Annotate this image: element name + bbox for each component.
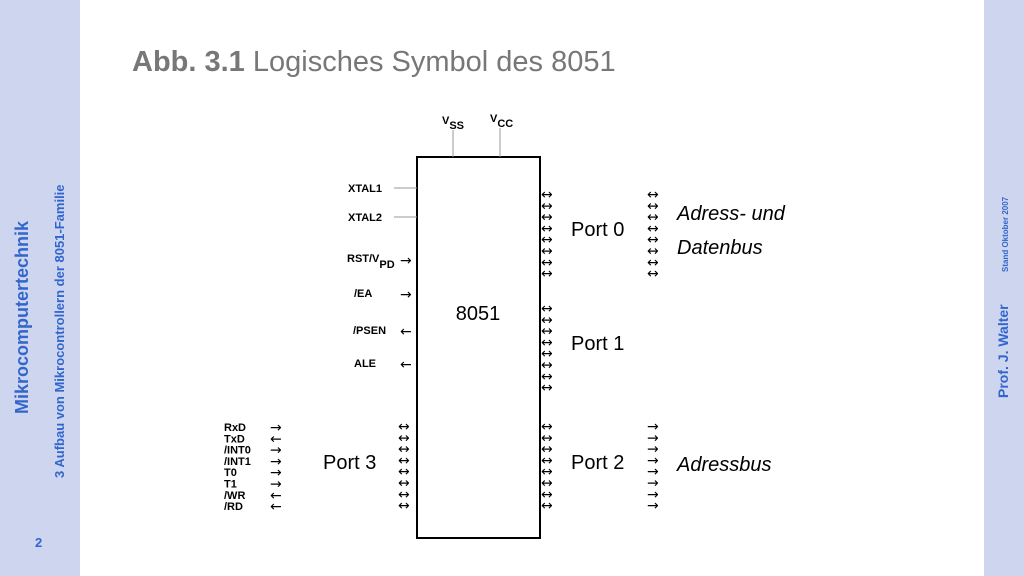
pin-xtal2: XTAL2	[348, 212, 382, 224]
port2-pin-arrow: ↔	[541, 453, 553, 469]
port1-pin-arrow: ↔	[541, 380, 553, 396]
port3-pin-arrow: ↔	[398, 442, 410, 458]
arrow-ea: →	[400, 287, 412, 303]
bus-data-arrow: ↔	[647, 244, 659, 260]
bus-address-arrow: →	[647, 487, 659, 503]
arrow-ale: ←	[400, 357, 412, 373]
port3-function-arrow: ←	[270, 499, 282, 515]
right-sidebar	[984, 0, 1024, 576]
port0-pin-arrow: ↔	[541, 198, 553, 214]
port3-function-arrow: →	[270, 443, 282, 459]
bus-address-arrow: →	[647, 442, 659, 458]
vcc-label: VCC	[490, 113, 513, 130]
port3-function-arrow: ←	[270, 431, 282, 447]
port3-pin-arrow: ↔	[398, 430, 410, 446]
bus-address-arrow: →	[647, 476, 659, 492]
port2-pin-arrow: ↔	[541, 442, 553, 458]
pin-xtal1: XTAL1	[348, 183, 382, 195]
pin-rst-vpd: RST/VPD	[347, 253, 395, 271]
bus-data-arrow: ↔	[647, 255, 659, 271]
port0-pin-arrow: ↔	[541, 221, 553, 237]
port3-function-label: TxD	[224, 433, 245, 445]
port2-pin-arrow: ↔	[541, 419, 553, 435]
port0-pin-arrow: ↔	[541, 232, 553, 248]
chip-label: 8051	[456, 303, 501, 325]
arrow-psen: ←	[400, 324, 412, 340]
port3-function-label: RxD	[224, 422, 246, 434]
port0-pin-arrow: ↔	[541, 255, 553, 271]
port1-pin-arrow: ↔	[541, 369, 553, 385]
port3-pin-arrow: ↔	[398, 487, 410, 503]
port3-pin-arrow: ↔	[398, 453, 410, 469]
pin-ale: ALE	[354, 358, 376, 370]
port3-function-list: RxD → TxD ← /INT0 → /INT1 → T0 → T1 → /WR ← /RD ←	[224, 420, 282, 515]
bus-data-arrow: ↔	[647, 187, 659, 203]
port1-pin-arrow: ↔	[541, 358, 553, 374]
port3-pin-arrow: ↔	[398, 498, 410, 514]
port-pin-arrows: ↔↔↔↔→↔↔↔↔↔→↔↔↔↔↔→↔↔↔↔↔→↔↔↔↔↔→↔↔↔↔↔→↔↔↔↔↔…	[398, 187, 659, 514]
bus-label-address: Adressbus	[676, 454, 772, 476]
port0-pin-arrow: ↔	[541, 210, 553, 226]
page-title: Abb. 3.1 Logisches Symbol des 8051	[132, 46, 616, 79]
pin-ea: /EA	[354, 288, 372, 300]
chip-body	[416, 156, 541, 539]
bus-address-arrow: →	[647, 453, 659, 469]
left-sidebar	[0, 0, 80, 576]
bus-data-arrow: ↔	[647, 210, 659, 226]
port2-label: Port 2	[571, 452, 624, 474]
port1-pin-arrow: ↔	[541, 335, 553, 351]
bus-address-arrow: →	[647, 419, 659, 435]
bus-data-arrow: ↔	[647, 198, 659, 214]
port1-label: Port 1	[571, 333, 624, 355]
figure-caption: Logisches Symbol des 8051	[252, 46, 616, 78]
port2-pin-arrow: ↔	[541, 487, 553, 503]
port2-pin-arrow: ↔	[541, 430, 553, 446]
port3-function-label: T0	[224, 467, 237, 479]
port1-pin-arrow: ↔	[541, 324, 553, 340]
port3-function-arrow: →	[270, 420, 282, 436]
bus-data-arrow: ↔	[647, 221, 659, 237]
bus-address-arrow: →	[647, 498, 659, 514]
port2-pin-arrow: ↔	[541, 464, 553, 480]
port3-function-arrow: ←	[270, 488, 282, 504]
figure-number: Abb. 3.1	[132, 46, 245, 78]
page-number: 2	[35, 535, 43, 550]
bus-address-arrow: →	[647, 430, 659, 446]
port1-pin-arrow: ↔	[541, 346, 553, 362]
port0-pin-arrow: ↔	[541, 266, 553, 282]
port3-function-arrow: →	[270, 454, 282, 470]
port2-pin-arrow: ↔	[541, 476, 553, 492]
port3-function-arrow: →	[270, 465, 282, 481]
pin-psen: /PSEN	[353, 325, 386, 337]
port3-function-arrow: →	[270, 477, 282, 493]
port3-function-label: /INT0	[224, 445, 251, 457]
port0-label: Port 0	[571, 219, 624, 241]
bus-label-address-data-2: Datenbus	[677, 237, 763, 259]
port3-pin-arrow: ↔	[398, 464, 410, 480]
port1-pin-arrow: ↔	[541, 301, 553, 317]
port3-function-label: /INT1	[224, 456, 251, 468]
port3-function-label: /RD	[224, 501, 243, 513]
port2-pin-arrow: ↔	[541, 498, 553, 514]
port3-function-label: T1	[224, 479, 237, 491]
vss-label: VSS	[442, 115, 464, 132]
bus-data-arrow: ↔	[647, 266, 659, 282]
port0-pin-arrow: ↔	[541, 244, 553, 260]
port3-pin-arrow: ↔	[398, 419, 410, 435]
bus-label-address-data-1: Adress- und	[676, 203, 786, 225]
bus-data-arrow: ↔	[647, 232, 659, 248]
port3-label: Port 3	[323, 452, 376, 474]
bus-address-arrow: →	[647, 464, 659, 480]
arrow-rst: →	[400, 253, 412, 269]
port3-function-label: /WR	[224, 490, 245, 502]
port3-pin-arrow: ↔	[398, 476, 410, 492]
port0-pin-arrow: ↔	[541, 187, 553, 203]
port1-pin-arrow: ↔	[541, 312, 553, 328]
